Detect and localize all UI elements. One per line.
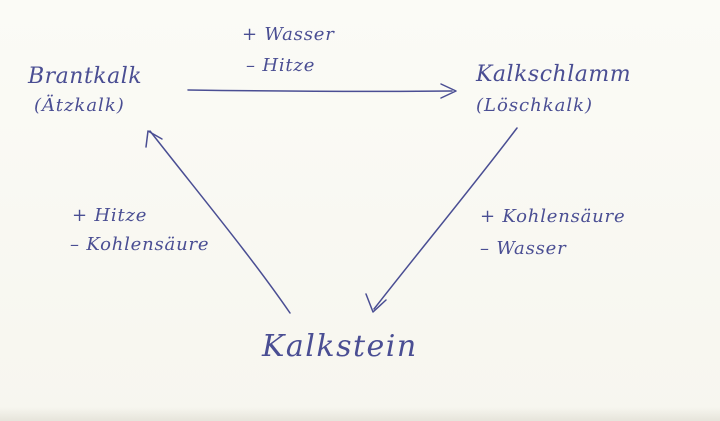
edge-right-remove: – Wasser [480,238,567,259]
node-kalkschlamm-alt: (Löschkalk) [476,95,594,116]
node-kalkschlamm: Kalkschlamm [476,62,632,87]
edge-right-add: + Kohlensäure [480,206,626,227]
node-brantkalk-alt: (Ätzkalk) [34,95,125,116]
edge-top-remove: – Hitze [246,55,316,76]
node-brantkalk: Brantkalk [28,64,143,89]
edge-left-add: + Hitze [72,205,148,226]
arrow-left-head [145,130,163,148]
node-kalkstein: Kalkstein [262,329,418,364]
arrow-left [149,130,291,314]
edge-left-remove: – Kohlensäure [70,234,210,255]
arrow-right [373,127,518,310]
arrow-top [187,89,453,93]
arrow-right-head [365,293,387,313]
edge-top-add: + Wasser [242,24,335,45]
page-bottom-shadow [0,407,720,421]
arrow-top-head [440,83,457,99]
